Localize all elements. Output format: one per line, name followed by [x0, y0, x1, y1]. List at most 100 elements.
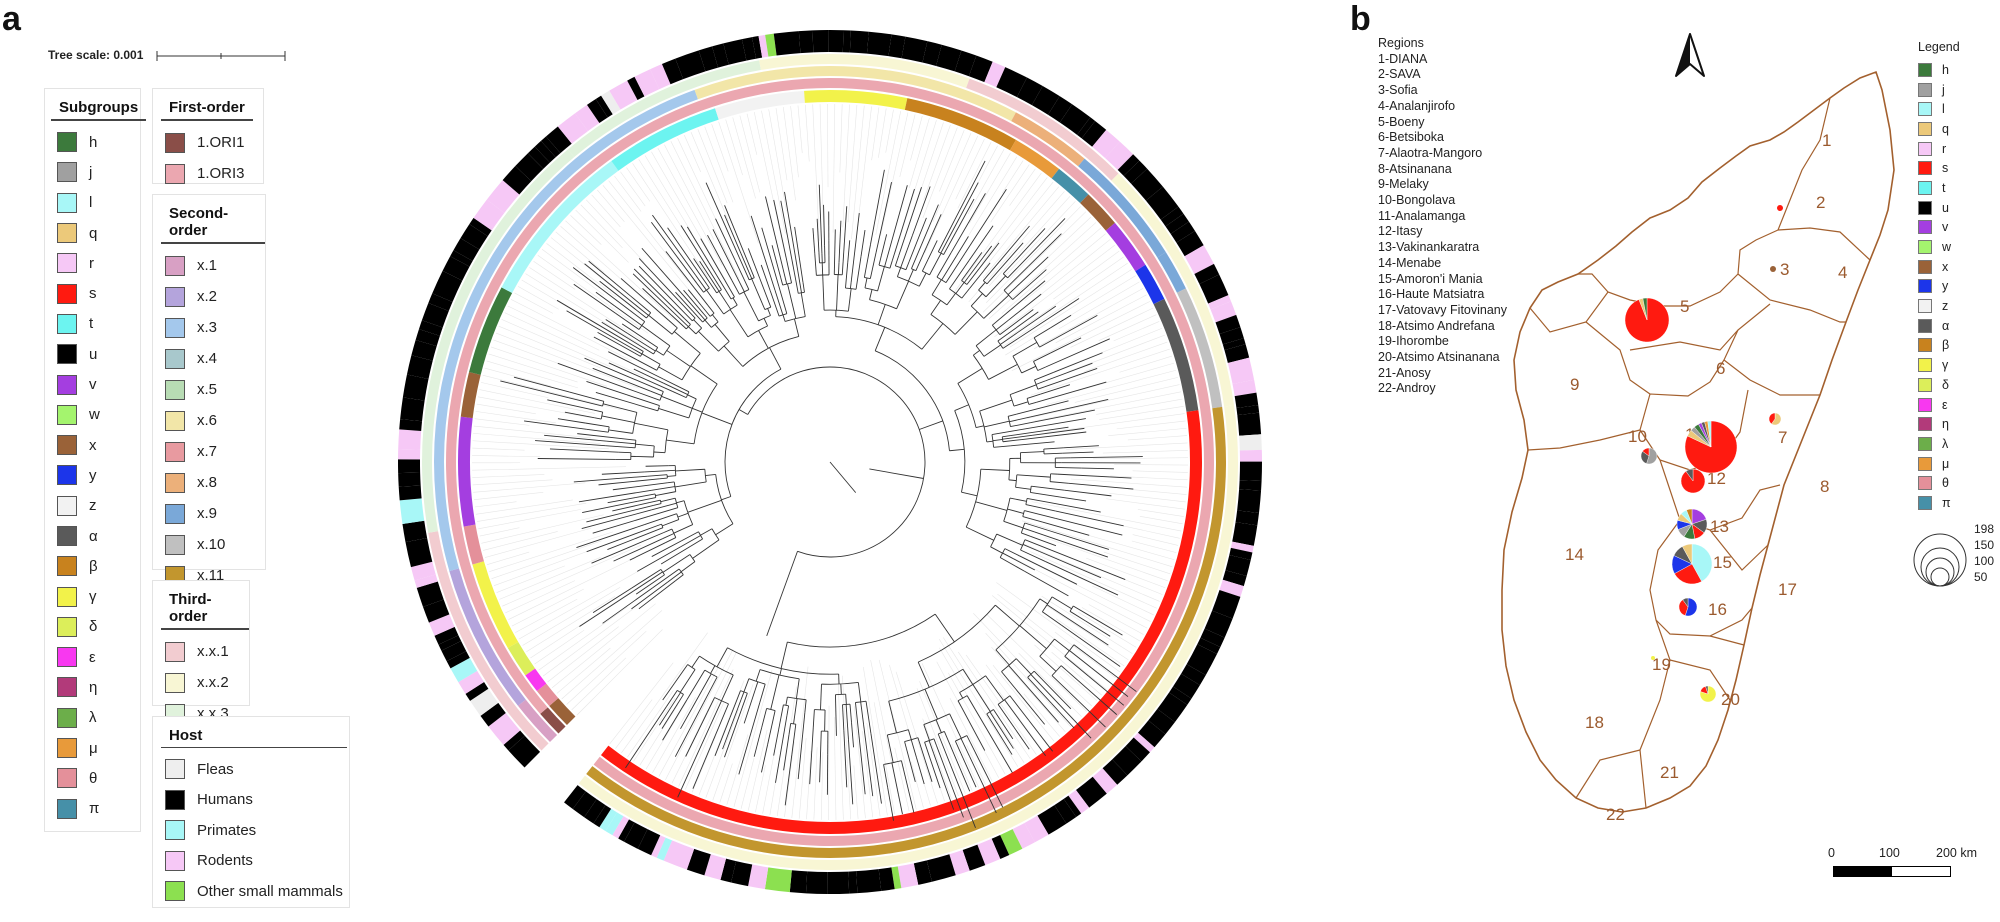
subgroup-swatch [57, 404, 77, 425]
host-ring-segment [704, 854, 727, 880]
tree-branch [1030, 674, 1044, 688]
host-ring-segment [731, 861, 753, 887]
host-ring-segment [977, 838, 1001, 866]
second-order-swatch [165, 472, 185, 493]
leaf-guide-line [791, 666, 809, 818]
leaf-guide-line [1108, 427, 1187, 436]
leaf-guide-line [1059, 676, 1093, 707]
host-ring-segment [416, 581, 444, 607]
tree-branch [653, 445, 655, 458]
host-ring-segment [465, 682, 489, 701]
tree-branch [653, 451, 666, 454]
host-ring-segment [712, 43, 729, 68]
map-legend-item: v [1918, 218, 2000, 238]
leaf-guide-line [837, 678, 844, 820]
subgroup-item: r [45, 248, 140, 278]
map-legend-item: θ [1918, 473, 2000, 493]
tree-branch [782, 314, 786, 322]
tree-branch [999, 719, 1014, 740]
tree-branch [960, 738, 970, 757]
second-order-label: x.11 [197, 567, 225, 584]
tree-branch [1016, 474, 1051, 478]
map-legend-item: ε [1918, 395, 2000, 415]
tree-branch [784, 191, 798, 267]
host-ring-segment [410, 561, 436, 581]
leaf-guide-line [476, 403, 536, 415]
subgroup-item: l [45, 188, 140, 218]
tree-branch [1015, 486, 1031, 490]
subgroup-item: η [45, 672, 140, 702]
leaf-guide-line [1034, 644, 1098, 701]
leaf-guide-line [1044, 537, 1168, 582]
tree-branch [629, 542, 666, 561]
map-legend-swatch [1918, 476, 1932, 491]
leaf-guide-line [632, 163, 709, 278]
tree-branch [723, 304, 738, 315]
leaf-guide-line [839, 104, 843, 173]
map-legend-swatch [1918, 200, 1932, 215]
tree-branch [758, 315, 771, 322]
map-legend-swatch [1918, 259, 1932, 274]
tree-branch [787, 613, 936, 648]
tree-branch [740, 253, 753, 279]
host-ring-segment [996, 67, 1028, 98]
tree-branch [680, 225, 719, 285]
leaf-guide-line [705, 709, 739, 798]
tree-branch [651, 486, 675, 491]
host-ring-segment [1232, 379, 1257, 397]
host-ring-segment [1234, 392, 1259, 409]
leaf-guide-line [1051, 651, 1102, 696]
tree-branch [978, 242, 1000, 270]
pie-region-7 [1768, 412, 1782, 426]
subgroup-ring-segment [536, 683, 559, 707]
tree-branch [918, 272, 927, 287]
tree-branch [1069, 650, 1092, 669]
tree-branch [724, 279, 735, 298]
tree-branch [685, 391, 690, 398]
host-ring-segment [1212, 590, 1241, 619]
tree-branch [677, 725, 711, 798]
host-ring-segment [1165, 213, 1189, 234]
leaf-guide-line [936, 661, 999, 778]
leaf-guide-line [878, 108, 887, 158]
leaf-guide-line [965, 654, 1037, 755]
host-ring-segment [534, 140, 556, 163]
tree-branch [983, 294, 1010, 319]
tree-branch [950, 765, 976, 828]
tree-branch [860, 701, 865, 725]
tree-branch [1019, 256, 1049, 284]
subgroup-swatch [57, 526, 77, 546]
tree-branch [638, 258, 681, 303]
map-legend-swatch [1918, 161, 1932, 176]
tree-branch [1024, 570, 1069, 597]
scale-label-0: 0 [1828, 846, 1835, 860]
tree-branch [785, 697, 788, 706]
tree-branch [1007, 265, 1020, 279]
subgroup-item: t [45, 309, 140, 339]
tree-branch [957, 695, 968, 702]
second-order-swatch [165, 534, 185, 555]
host-ring-segment [913, 860, 932, 885]
tree-branch [751, 278, 766, 310]
tree-branch [863, 244, 871, 278]
host-ring-segment [1012, 822, 1035, 849]
first-order-label: 1.ORI1 [197, 134, 245, 151]
tree-branch [731, 280, 740, 295]
tree-branch [1002, 260, 1016, 275]
tree-branch [650, 390, 662, 396]
tree-branch [631, 581, 669, 610]
subgroup-label: ε [89, 648, 96, 666]
tree-branch [894, 255, 900, 266]
tree-branch [961, 491, 978, 497]
tree-branch [674, 331, 701, 354]
host-ring-segment [984, 61, 1006, 88]
tree-branch [638, 580, 676, 610]
leaf-guide-line [1055, 618, 1125, 667]
second-order-label: x.9 [197, 505, 218, 522]
tree-branch [1024, 510, 1056, 519]
tree-branch [835, 706, 837, 736]
tree-branch [652, 568, 680, 589]
second-order-swatch [165, 317, 185, 338]
